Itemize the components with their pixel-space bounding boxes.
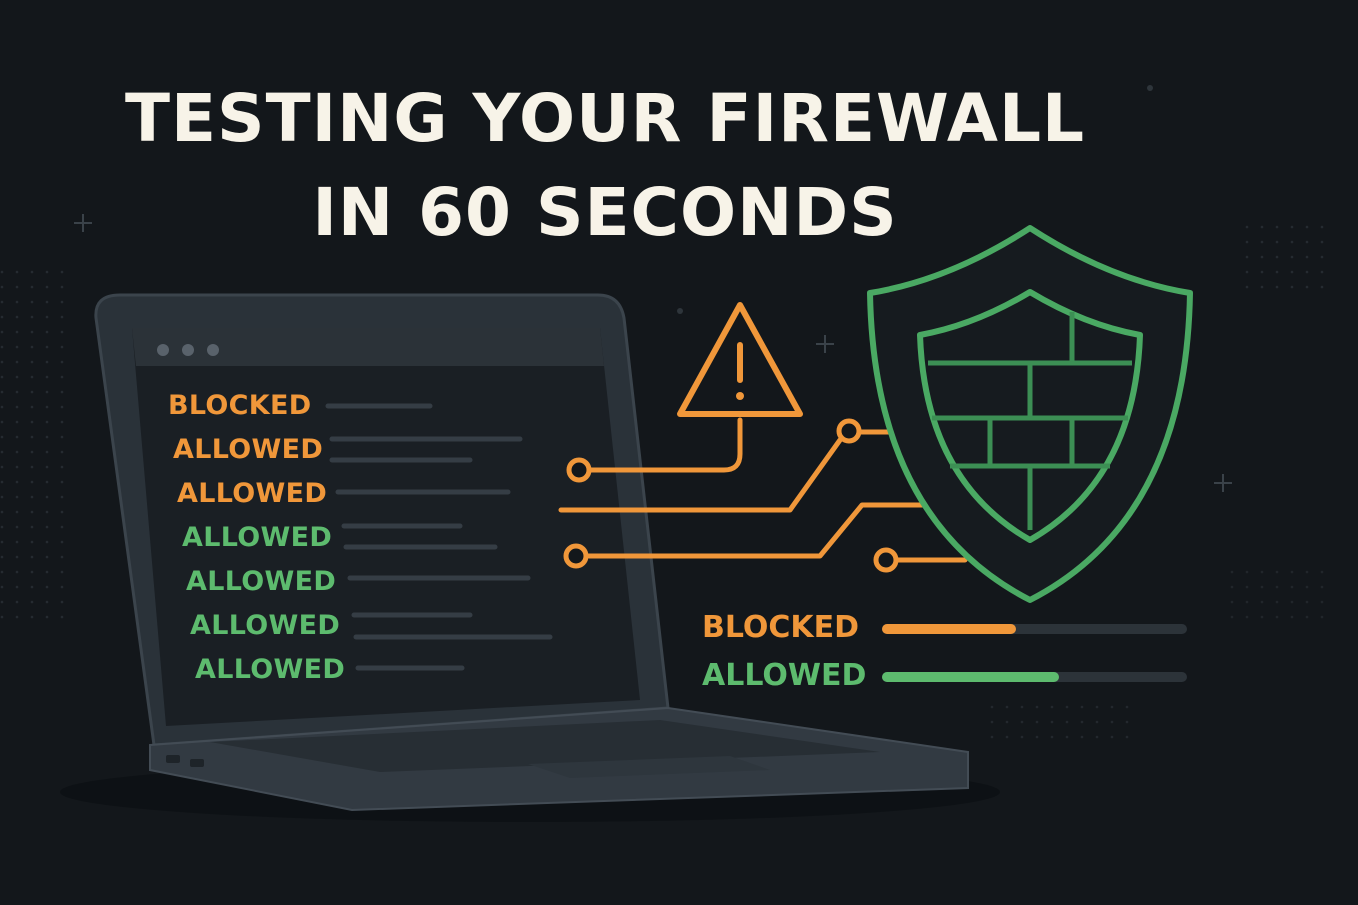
legend-bar-track-allowed: [882, 672, 1187, 682]
log-entry-blocked: ALLOWED: [173, 434, 324, 465]
shield-icon: [867, 225, 1193, 603]
legend-label-allowed: ALLOWED: [702, 658, 867, 693]
log-entry-allowed: ALLOWED: [190, 610, 341, 641]
legend-label-blocked: BLOCKED: [702, 610, 860, 645]
headline-line-1: TESTING YOUR FIREWALL: [124, 80, 1086, 157]
legend-bar-track-blocked: [882, 624, 1187, 634]
log-entry-allowed: ALLOWED: [186, 566, 337, 597]
warning-icon: [677, 302, 803, 417]
headline-line-2: IN 60 SECONDS: [312, 174, 898, 251]
brick-wall-icon: [928, 312, 1132, 530]
log-entry-blocked: BLOCKED: [168, 390, 312, 421]
log-entry-blocked: ALLOWED: [177, 478, 328, 509]
legend-bar-fill-blocked: [882, 624, 1017, 634]
legend-bar-fill-allowed: [882, 672, 1059, 682]
log-entry-allowed: ALLOWED: [182, 522, 333, 553]
log-entry-allowed: ALLOWED: [195, 654, 346, 685]
